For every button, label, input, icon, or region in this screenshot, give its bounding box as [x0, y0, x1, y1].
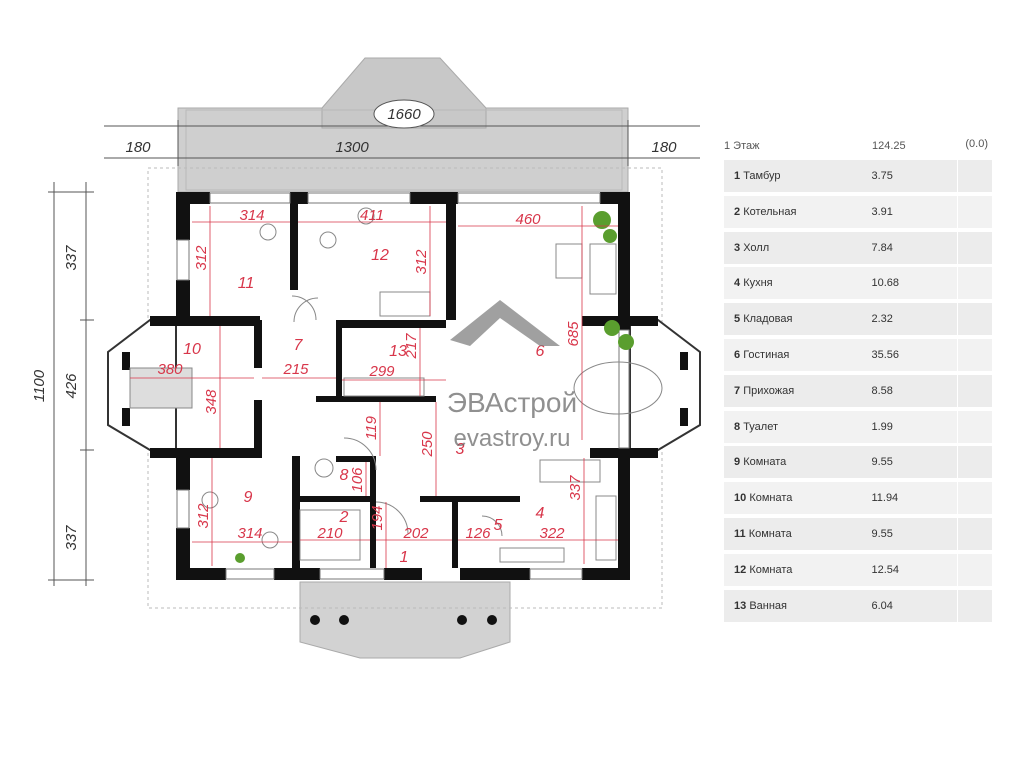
- dim-top-right: 180: [651, 139, 677, 156]
- legend-header: 1 Этаж 124.25 (0.0): [724, 138, 992, 154]
- room-number: 2: [339, 509, 349, 526]
- room-number: 9: [244, 489, 253, 506]
- dim-left-bot: 337: [63, 525, 80, 551]
- room-dim: 202: [402, 525, 429, 542]
- dim-top-overall: 1660: [387, 106, 421, 123]
- room-dim: 106: [349, 467, 366, 493]
- room-dim: 217: [403, 333, 420, 360]
- room-dim: 460: [515, 211, 541, 228]
- terrace-bottom: [299, 581, 511, 659]
- room-number: 6: [536, 343, 545, 360]
- watermark-site: evastroy.ru: [454, 425, 571, 452]
- dim-top-mid: 1300: [335, 139, 369, 156]
- room-dim: 312: [195, 503, 212, 529]
- house-walls: [107, 192, 701, 580]
- room-dim: 126: [465, 525, 491, 542]
- room-dim: 380: [157, 361, 183, 378]
- extra-area: (0.0): [965, 138, 988, 150]
- total-area: 124.25: [872, 140, 906, 152]
- room-dim: 322: [539, 525, 565, 542]
- floor-label: 1 Этаж: [724, 140, 760, 152]
- room-dim: 299: [368, 363, 395, 380]
- room-dim: 411: [360, 207, 384, 224]
- room-dim: 210: [316, 525, 343, 542]
- dim-top-left: 180: [125, 139, 151, 156]
- house-logo-icon: [450, 300, 560, 346]
- dim-left-mid: 426: [63, 373, 80, 399]
- room-dimensions: 314 411 460 312 312 685 217 380 215 299 …: [157, 207, 584, 542]
- room-dim: 312: [193, 245, 210, 271]
- room-number: 13: [389, 343, 407, 360]
- room-number: 3: [456, 441, 465, 458]
- room-dim: 215: [282, 361, 309, 378]
- room-number: 5: [494, 517, 503, 534]
- dim-left-overall: 1100: [31, 369, 48, 402]
- room-number: 4: [536, 505, 545, 522]
- floor-plan: 1660 180 1300 180 1100 337 426 337 314 4…: [31, 57, 701, 659]
- room-numbers: 1 2 3 4 5 6 7 8 9 10 11 12 13: [183, 247, 544, 566]
- room-dim: 348: [203, 389, 220, 415]
- dim-left-top: 337: [63, 245, 80, 271]
- room-dim: 337: [567, 475, 584, 501]
- room-dim: 314: [237, 525, 262, 542]
- room-number: 1: [400, 549, 409, 566]
- room-dim: 685: [565, 321, 582, 347]
- room-dim: 119: [363, 415, 380, 440]
- room-dim: 314: [239, 207, 264, 224]
- room-number: 11: [238, 275, 255, 292]
- room-dim: 312: [413, 249, 430, 275]
- room-dimension-lines: [130, 206, 618, 568]
- room-dim: 250: [419, 431, 436, 458]
- room-number: 8: [340, 467, 349, 484]
- watermark: ЭВАстрой evastroy.ru: [447, 300, 577, 452]
- watermark-brand: ЭВАстрой: [447, 387, 577, 418]
- room-number: 10: [183, 341, 201, 358]
- room-number: 12: [371, 247, 389, 264]
- room-number: 7: [294, 337, 304, 354]
- room-dim: 194: [369, 505, 386, 530]
